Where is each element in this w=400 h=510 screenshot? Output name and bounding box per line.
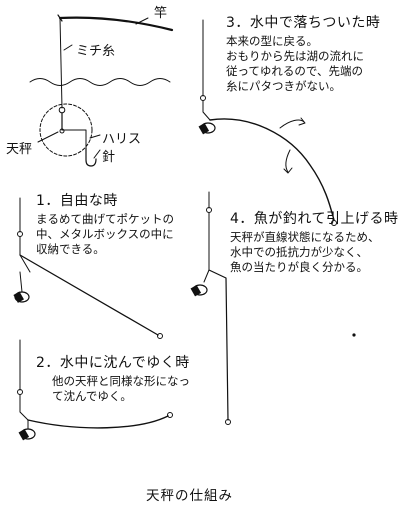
panel-4-illustration: [192, 191, 231, 425]
hook-pointer: [93, 149, 101, 159]
main-line: [59, 17, 63, 109]
panel-1-heading: 1．自由な時: [36, 193, 118, 209]
sinker-pointer: [37, 131, 59, 143]
rod-pointer: [135, 17, 149, 25]
line-pointer: [63, 44, 73, 51]
rig-overview-illustration: [29, 14, 174, 167]
detail-circle: [39, 103, 93, 157]
sinker-arm-end: [59, 128, 65, 134]
line-label: ミチ糸: [76, 44, 116, 59]
panel-3-illustration: [200, 19, 337, 226]
panel-4-heading: 4．魚が釣れて引上げる時: [230, 211, 399, 227]
leader-pointer: [89, 134, 101, 139]
panel-2-text: 他の天秤と同様な形になっ て沈んでゆく。: [52, 374, 190, 403]
sway-arrow: [279, 119, 305, 129]
hook-label: 針: [102, 150, 116, 165]
leader-arm: [61, 129, 87, 149]
panel-3-text: 本来の型に戻る。 おもりから先は湖の流れに 従ってゆれるので、先端の 糸にパタつ…: [226, 34, 364, 93]
panel-1-text: まるめて曲げてポケットの 中、メタルボックスの中に 収納できる。: [36, 212, 174, 256]
panel-3-heading: 3．水中で落ちついた時: [226, 15, 381, 31]
rod-label: 竿: [154, 6, 168, 21]
panel-4-text: 天秤が直線状態になるため、 水中での抵抗力が少なく、 魚の当たりが良く分かる。: [230, 230, 380, 274]
figure-caption: 天秤の仕組み: [146, 488, 233, 504]
water-surface-wave: [29, 78, 171, 86]
rod: [58, 16, 174, 32]
leader-label: ハリス: [102, 132, 142, 147]
hook: [85, 147, 97, 167]
sinker-rig-label: 天秤: [6, 142, 33, 157]
sway-arrow-2: [285, 149, 291, 173]
panel-2-heading: 2．水中に沈んでゆく時: [36, 355, 190, 371]
panel-2-illustration: [17, 339, 173, 440]
